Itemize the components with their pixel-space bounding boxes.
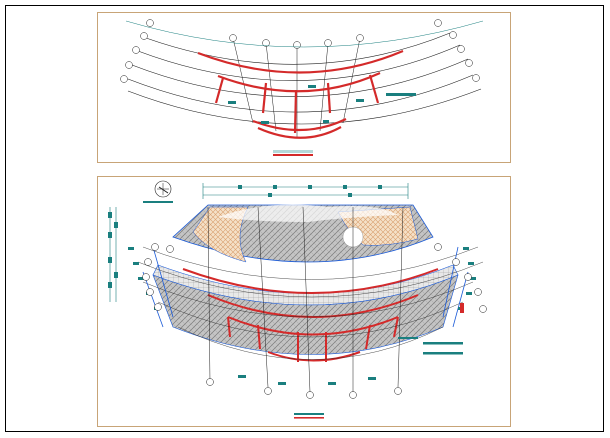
top-plan-caption bbox=[273, 150, 313, 156]
bottom-top-dimensions bbox=[202, 183, 409, 199]
north-arrow-icon bbox=[154, 180, 172, 198]
drawing-sheet-frame bbox=[5, 5, 604, 432]
top-red-walls bbox=[197, 49, 404, 139]
top-dimension-lines bbox=[125, 20, 484, 96]
top-teal-marks bbox=[228, 85, 416, 124]
bottom-plan-drawing bbox=[108, 180, 487, 419]
top-plan-panel bbox=[97, 12, 511, 163]
top-plan-drawing bbox=[120, 19, 484, 156]
north-bar bbox=[143, 201, 173, 203]
bottom-top-dim-ticks bbox=[238, 185, 382, 197]
bottom-grid-bubbles bbox=[142, 243, 487, 399]
bottom-plan-caption bbox=[294, 417, 324, 419]
top-axis-arcs bbox=[127, 32, 482, 125]
bottom-left-dim-ticks bbox=[108, 212, 118, 288]
bottom-axis-arcs bbox=[137, 246, 484, 360]
bottom-plan-panel bbox=[97, 176, 511, 427]
red-marker bbox=[460, 303, 464, 313]
bottom-radial-lines bbox=[207, 206, 404, 393]
